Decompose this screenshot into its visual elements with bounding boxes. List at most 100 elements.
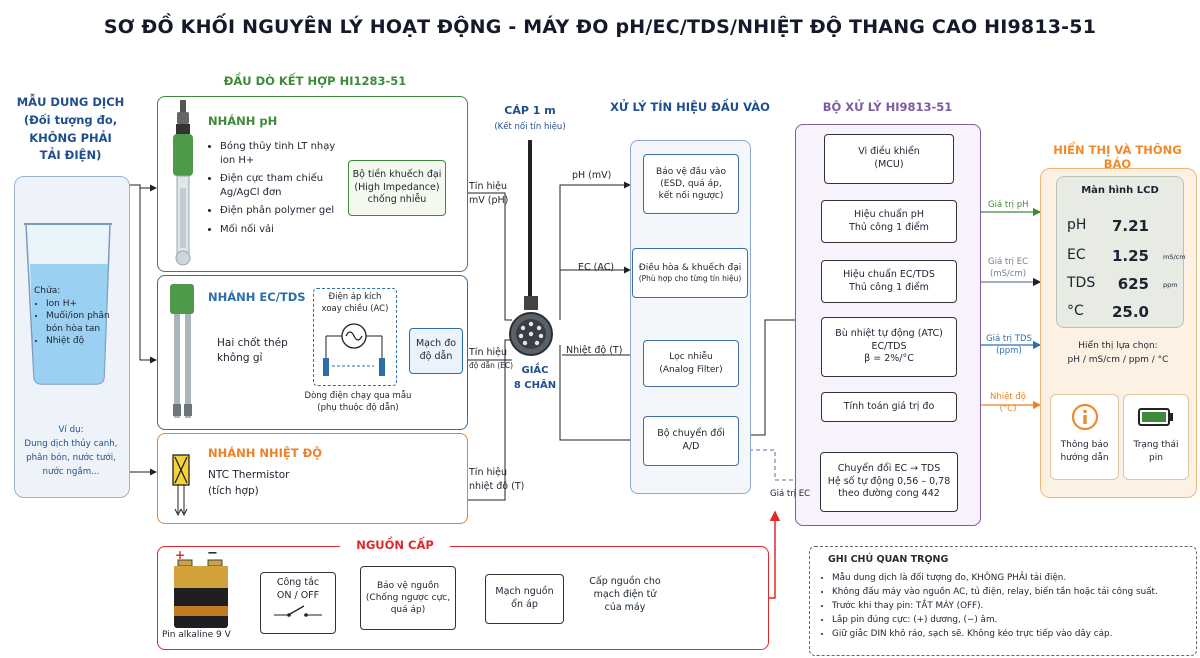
ph-calibration-block: Hiệu chuẩn pH Thủ công 1 điểm xyxy=(821,200,957,243)
power-output-line: Cấp nguồn cho xyxy=(589,576,661,587)
output-ph-line: Giá trị pH xyxy=(988,200,1029,210)
notice-line: hướng dẫn xyxy=(1060,453,1109,464)
ph-features: Bóng thủy tinh LT nhạy ion H+ Điện cực t… xyxy=(206,140,352,241)
output-tds-label: Giá trị TDS (ppm) xyxy=(986,333,1032,358)
display-title: HIỂN THỊ VÀ THÔNG BÁO xyxy=(1053,143,1182,171)
note-item: Lắp pin đúng cực: (+) dương, (−) âm. xyxy=(832,615,1200,626)
ec-to-tds-block: Chuyển đổi EC → TDS Hệ số tự động 0,56 –… xyxy=(820,452,958,512)
ph-preamp-block: Bộ tiền khuếch đại (High Impedance) chốn… xyxy=(348,160,446,216)
ec-calibration-block: Hiệu chuẩn EC/TDS Thủ công 1 điểm xyxy=(821,260,957,303)
temp-signal-line: nhiệt độ (T) xyxy=(469,481,525,493)
input-protection-block: Bảo vệ đầu vào (ESD, quá áp, kết nối ngư… xyxy=(643,154,739,214)
temp-sensor-line: NTC Thermistor xyxy=(208,469,290,481)
mcu-line: (MCU) xyxy=(874,159,904,170)
sample-contents: Chứa: Ion H+ Muối/ion phân bón hòa tan N… xyxy=(34,285,114,348)
ec-pins-label: Hai chốt thép không gỉ xyxy=(217,336,288,366)
output-ec-label: Giá trị EC (mS/cm) xyxy=(988,256,1028,281)
ec-signal-line: độ dẫn (EC) xyxy=(469,361,514,371)
ec-measure-block: Mạch đo độ dẫn xyxy=(409,328,463,374)
sample-content-item: Muối/ion phân bón hòa tan xyxy=(46,310,114,335)
conditioning-block: Điều hòa & khuếch đại (Phù hợp cho từng … xyxy=(632,248,748,298)
filter-line: (Analog Filter) xyxy=(659,364,723,375)
notice-line: Thông báo xyxy=(1060,440,1109,450)
excitation-line: Điện áp kích xyxy=(328,292,382,302)
cable-subtitle: (Kết nối tín hiệu) xyxy=(494,122,566,132)
atc-line: EC/TDS xyxy=(871,340,907,352)
ec-to-tds-line: Chuyển đổi EC → TDS xyxy=(837,462,941,474)
sample-heading: MẪU DUNG DỊCH (Đối tượng đo, KHÔNG PHẢI … xyxy=(8,94,133,165)
ec-pins-line: không gỉ xyxy=(217,352,263,365)
sample-heading-line: KHÔNG PHẢI xyxy=(29,130,112,145)
line-label-temp: Nhiệt độ (T) xyxy=(566,345,623,356)
regulator-line: ổn áp xyxy=(511,599,538,610)
conditioning-line: Điều hòa & khuếch đại xyxy=(638,262,742,273)
input-protection-line: kết nối ngược) xyxy=(658,191,724,202)
ec-to-tds-line: theo đường cong 442 xyxy=(838,488,940,500)
ph-feature-item: Điện cực tham chiếu Ag/AgCl đơn xyxy=(220,172,352,199)
atc-line: β = 2%/°C xyxy=(864,353,914,365)
sample-heading-line: (Đối tượng đo, xyxy=(23,112,118,127)
ec-pins-line: Hai chốt thép xyxy=(217,337,288,349)
ec-calibration-line: Hiệu chuẩn EC/TDS xyxy=(843,268,935,280)
power-protection-line: (Chống ngược cực, xyxy=(365,592,451,603)
ph-preamp-line: chống nhiễu xyxy=(367,194,427,206)
output-ec-line: (mS/cm) xyxy=(989,269,1027,280)
regulator-block: Mạch nguồn ổn áp xyxy=(485,574,564,624)
adc-line: Bộ chuyển đổi xyxy=(657,428,725,440)
processor-title: BỘ XỬ LÝ HI9813-51 xyxy=(822,100,953,114)
lcd-title: Màn hình LCD xyxy=(1081,185,1159,196)
battery-status-label: Trạng thái pin xyxy=(1124,439,1188,465)
power-protection-block: Bảo vệ nguồn (Chống ngược cực, quá áp) xyxy=(360,566,456,630)
output-tds-line: (ppm) xyxy=(996,346,1022,357)
output-tds-line: Giá trị TDS xyxy=(986,334,1032,344)
ph-feature-item: Mối nối vải xyxy=(220,223,352,237)
mcu-line: Vi điều khiển xyxy=(858,146,920,158)
note-item: Trước khi thay pin: TẮT MÁY (OFF). xyxy=(832,601,1200,612)
input-protection-line: (ESD, quá áp, xyxy=(660,178,722,189)
power-switch-line: ON / OFF xyxy=(276,589,320,601)
battery-minus: − xyxy=(207,546,218,561)
notes-title: GHI CHÚ QUAN TRỌNG xyxy=(828,554,949,565)
filter-block: Lọc nhiễu (Analog Filter) xyxy=(643,340,739,387)
sample-content-item: Nhiệt độ xyxy=(46,335,114,348)
temp-signal-line: Tín hiệu xyxy=(469,467,508,478)
line-label-ec: EC (AC) xyxy=(578,262,615,273)
temp-sensor-label: NTC Thermistor (tích hợp) xyxy=(208,468,289,500)
conditioning-line: (Phù hợp cho từng tín hiệu) xyxy=(638,274,742,283)
probe-title: ĐẦU DÒ KẾT HỢP HI1283-51 xyxy=(223,74,407,88)
note-item: Giữ giắc DIN khô ráo, sạch sẽ. Không kéo… xyxy=(832,629,1200,640)
input-proc-title: XỬ LÝ TÍN HIỆU ĐẦU VÀO xyxy=(610,100,770,114)
excitation-label: Điện áp kích xoay chiều (AC) xyxy=(315,292,395,316)
atc-block: Bù nhiệt tự động (ATC) EC/TDS β = 2%/°C xyxy=(821,317,957,377)
socket-label-line: GIẮC xyxy=(521,365,549,376)
ph-feature-item: Bóng thủy tinh LT nhạy ion H+ xyxy=(220,140,352,167)
ac-source-icon xyxy=(323,323,385,376)
ec-value-label: Giá trị EC xyxy=(770,489,811,499)
ec-current-line: Dòng điện chạy qua mẫu xyxy=(304,391,412,401)
ph-electrode-icon xyxy=(173,100,193,266)
notes-panel: GHI CHÚ QUAN TRỌNG Mẫu dung dịch là đối … xyxy=(809,546,1197,656)
ph-preamp-line: Bộ tiền khuếch đại xyxy=(352,168,442,180)
lcd-row-value: 625 xyxy=(1117,275,1149,293)
lcd-row-value: 25.0 xyxy=(1111,303,1149,321)
display-selectable-line: pH / mS/cm / ppm / °C xyxy=(1067,354,1169,365)
lcd-screen: Màn hình LCD pH 7.21 EC 1.25 mS/cm TDS 6… xyxy=(1056,176,1186,328)
power-output-line: mạch điện tử xyxy=(593,588,657,600)
notes-list: Mẫu dung dịch là đối tượng đo, KHÔNG PHẢ… xyxy=(818,573,1200,643)
temp-branch-name: NHÁNH NHIỆT ĐỘ xyxy=(208,446,323,460)
ph-calibration-line: Thủ công 1 điểm xyxy=(849,221,929,233)
battery-icon xyxy=(1138,408,1173,426)
temp-branch-panel xyxy=(157,433,468,524)
lcd-row-unit: mS/cm xyxy=(1163,253,1186,261)
socket-label-line: 8 CHÂN xyxy=(513,379,557,391)
lcd-row-key: TDS xyxy=(1067,275,1096,291)
excitation-line: xoay chiều (AC) xyxy=(321,303,389,314)
power-switch-block: Công tắc ON / OFF xyxy=(260,572,336,634)
lcd-row-key: °C xyxy=(1067,303,1084,319)
lcd-row-key: EC xyxy=(1067,247,1086,263)
ph-signal-label: Tín hiệu mV (pH) xyxy=(469,180,508,208)
regulator-line: Mạch nguồn xyxy=(495,586,554,598)
output-temp-line: (°C) xyxy=(999,404,1017,415)
battery-status-line: pin xyxy=(1149,453,1163,464)
power-output-line: của máy xyxy=(604,601,646,613)
